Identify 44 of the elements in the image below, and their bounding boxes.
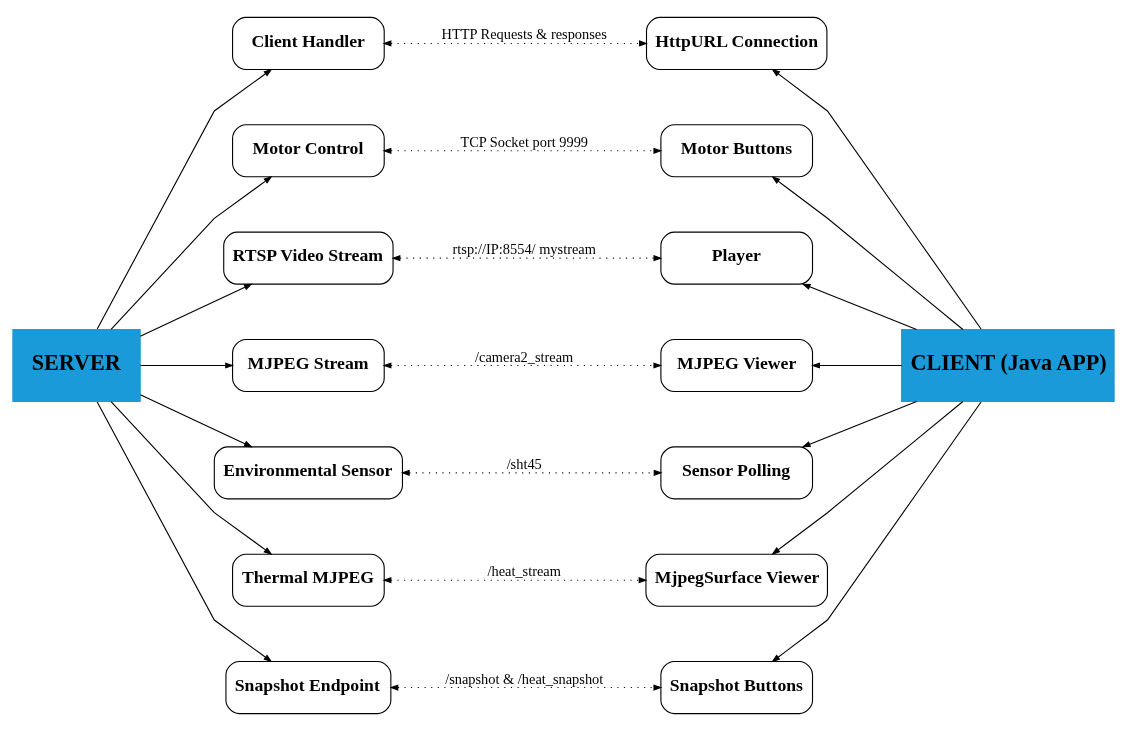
- edge-label: rtsp://IP:8554/ mystream: [452, 241, 596, 258]
- arrow: [771, 176, 964, 331]
- arrow: [389, 684, 663, 691]
- arrow: [110, 176, 273, 331]
- node-box: Thermal MJPEG: [232, 553, 385, 607]
- arrow: [382, 577, 648, 584]
- arrow: [382, 147, 663, 154]
- edge-label: HTTP Requests & responses: [441, 26, 607, 43]
- arrow: [139, 394, 253, 448]
- node-box: CLIENT (Java APP): [901, 328, 1115, 403]
- node-box: Client Handler: [232, 16, 385, 70]
- arrow: [382, 362, 663, 369]
- node-box: SERVER: [12, 328, 141, 403]
- node-box: MjpegSurface Viewer: [645, 553, 828, 607]
- edge-label: /snapshot & /heat_snapshot: [445, 670, 604, 687]
- arrow: [771, 401, 982, 663]
- node-box: MJPEG Stream: [232, 338, 385, 393]
- edge-label: TCP Socket port 9999: [460, 133, 589, 150]
- node-box: HttpURL Connection: [645, 16, 828, 70]
- node-box: Player: [660, 231, 814, 285]
- node-box: Snapshot Buttons: [660, 661, 814, 715]
- arrow: [96, 401, 273, 663]
- arrow: [771, 68, 982, 330]
- arrow: [110, 400, 273, 555]
- arrow: [382, 40, 648, 47]
- arrow: [811, 362, 903, 369]
- node-box: Motor Buttons: [660, 124, 814, 178]
- arrow: [139, 283, 253, 337]
- arrow: [96, 68, 273, 330]
- node-box: MJPEG Viewer: [660, 338, 814, 393]
- node-box: Sensor Polling: [660, 446, 814, 500]
- node-box: Environmental Sensor: [213, 446, 404, 500]
- arrow: [139, 362, 235, 369]
- arrow: [801, 283, 918, 331]
- arrow: [771, 400, 964, 555]
- node-box: Motor Control: [232, 124, 385, 178]
- node-box: RTSP Video Stream: [223, 231, 394, 285]
- arrow: [391, 255, 663, 262]
- node-box: Snapshot Endpoint: [225, 661, 392, 715]
- arrow: [400, 469, 663, 476]
- edge-label: /sht45: [506, 455, 542, 472]
- arrow: [801, 400, 918, 448]
- edge-label: /heat_stream: [487, 563, 561, 580]
- edge-label: /camera2_stream: [475, 348, 574, 365]
